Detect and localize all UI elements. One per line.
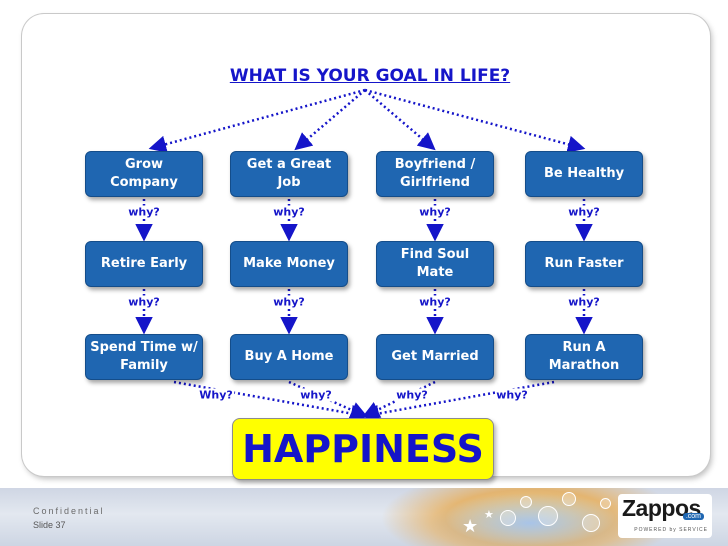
confidential-label: Confidential (33, 506, 105, 516)
goal-node: Run Faster (525, 241, 643, 287)
zappos-logo: Zappos .com POWERED by SERVICE (618, 494, 712, 538)
bubble-decoration (562, 492, 576, 506)
bottom-why-label: why? (395, 388, 429, 402)
goal-node: Get Married (376, 334, 494, 380)
why-label: why? (567, 205, 601, 219)
title-arrow (148, 88, 366, 153)
why-label: why? (127, 295, 161, 309)
slide-number: Slide 37 (33, 520, 66, 530)
bubble-decoration (600, 498, 611, 509)
goal-node: Run A Marathon (525, 334, 643, 380)
why-label: why? (418, 295, 452, 309)
why-label: why? (272, 205, 306, 219)
goal-node: Be Healthy (525, 151, 643, 197)
bottom-why-label: Why? (198, 388, 234, 402)
happiness-arrow (173, 380, 369, 423)
goal-node: Boyfriend / Girlfriend (376, 151, 494, 197)
happiness-arrow (361, 380, 555, 423)
star-decoration: ★ (462, 516, 479, 536)
star-decoration: ★ (484, 509, 494, 521)
why-label: why? (272, 295, 306, 309)
bottom-why-label: why? (495, 388, 529, 402)
bubble-decoration (538, 506, 558, 526)
page-title: WHAT IS YOUR GOAL IN LIFE? (229, 66, 511, 86)
goal-node: Make Money (230, 241, 348, 287)
goal-node: Retire Early (85, 241, 203, 287)
goal-node: Buy A Home (230, 334, 348, 380)
goal-node: Grow Company (85, 151, 203, 197)
why-label: why? (127, 205, 161, 219)
why-label: why? (418, 205, 452, 219)
goal-node: Get a Great Job (230, 151, 348, 197)
why-label: why? (567, 295, 601, 309)
logo-suffix: .com (682, 513, 704, 520)
bottom-why-label: why? (299, 388, 333, 402)
goal-node: Find Soul Mate (376, 241, 494, 287)
bubble-decoration (500, 510, 516, 526)
title-arrow (364, 88, 586, 153)
logo-tagline: POWERED by SERVICE (634, 527, 708, 533)
bubble-decoration (520, 496, 532, 508)
happiness-box: HAPPINESS (232, 418, 494, 480)
goal-node: Spend Time w/ Family (85, 334, 203, 380)
bubble-decoration (582, 514, 600, 532)
